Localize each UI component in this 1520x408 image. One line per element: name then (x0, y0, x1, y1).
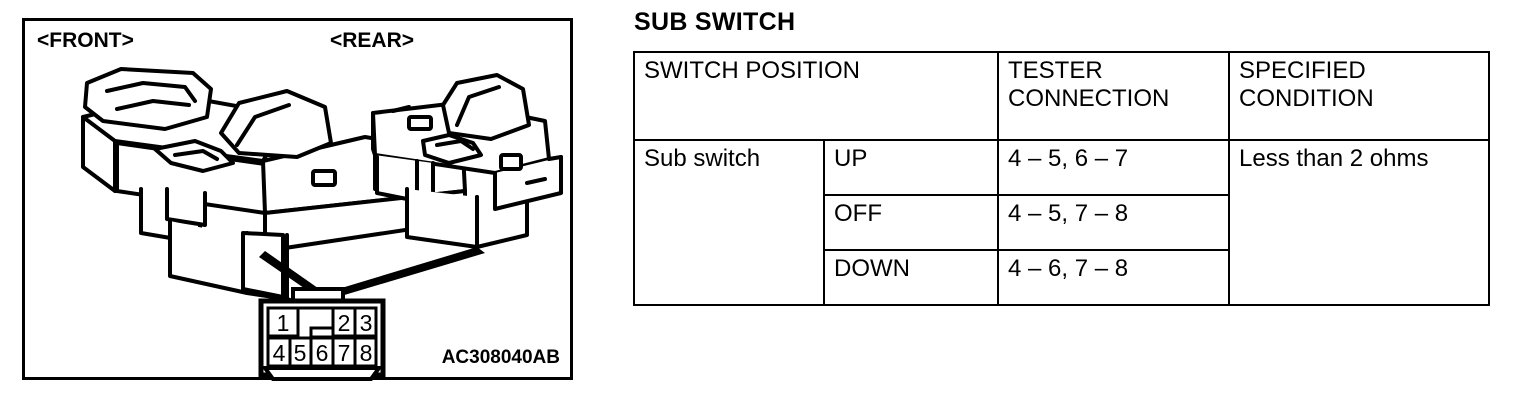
switch-state-down: DOWN (823, 249, 999, 306)
header-tester-connection-line1: TESTER (1008, 57, 1103, 84)
header-tester-connection-line2: CONNECTION (1008, 84, 1170, 112)
rear-switch-lever (421, 133, 483, 165)
leader-lines (259, 247, 485, 299)
sub-switch-spec-table: SWITCH POSITION TESTER CONNECTION SPECIF… (633, 51, 1490, 306)
table-header-row: SWITCH POSITION TESTER CONNECTION SPECIF… (633, 51, 1490, 141)
table-row: Sub switch UP 4 – 5, 6 – 7 Less than 2 o… (633, 139, 1490, 306)
pin-number-3: 3 (360, 310, 373, 336)
connector-pin-numbers: 1 2 3 4 5 6 7 8 (273, 310, 373, 366)
figure-panel: <FRONT> <REAR> (22, 18, 573, 381)
front-switch-second-rocker (219, 89, 333, 159)
pin-number-1: 1 (277, 310, 290, 336)
table-title: SUB SWITCH (634, 8, 796, 36)
row-group-label-sub-switch: Sub switch (633, 139, 825, 306)
specified-condition-value: Less than 2 ohms (1228, 139, 1490, 306)
tester-connection-up: 4 – 5, 6 – 7 (997, 139, 1230, 196)
front-switch-boss (311, 169, 337, 187)
switch-state-up: UP (823, 139, 999, 196)
header-tester-connection: TESTER CONNECTION (997, 51, 1230, 141)
front-view-label: <FRONT> (37, 29, 134, 52)
pin-number-6: 6 (316, 340, 329, 366)
rear-switch-boss-left (407, 115, 433, 131)
header-specified-condition: SPECIFIED CONDITION (1228, 51, 1490, 141)
front-switch-lever (153, 139, 235, 173)
pin-number-2: 2 (338, 310, 351, 336)
table-row: DOWN 4 – 6, 7 – 8 (634, 249, 1489, 306)
figure-reference-code: AC308040AB (441, 347, 560, 368)
front-switch-rocker (83, 67, 213, 131)
pin-number-8: 8 (360, 340, 373, 366)
tester-connection-off: 4 – 5, 7 – 8 (997, 194, 1230, 251)
pin-number-4: 4 (273, 340, 286, 366)
connector-diagram (258, 287, 386, 381)
header-specified-condition-line1: SPECIFIED (1239, 57, 1366, 84)
sub-switch-illustration: 1 2 3 4 5 6 7 8 (81, 67, 563, 381)
header-switch-position: SWITCH POSITION (633, 51, 999, 141)
table-row: OFF 4 – 5, 7 – 8 (634, 194, 1489, 251)
switch-state-off: OFF (823, 194, 999, 251)
rear-switch-boss-right (499, 153, 523, 171)
pin-number-7: 7 (338, 340, 351, 366)
rear-view-label: <REAR> (330, 29, 415, 52)
tester-connection-down: 4 – 6, 7 – 8 (997, 249, 1230, 306)
header-specified-condition-line2: CONDITION (1239, 84, 1374, 112)
pin-number-5: 5 (294, 340, 307, 366)
rear-switch-rocker (441, 73, 531, 141)
